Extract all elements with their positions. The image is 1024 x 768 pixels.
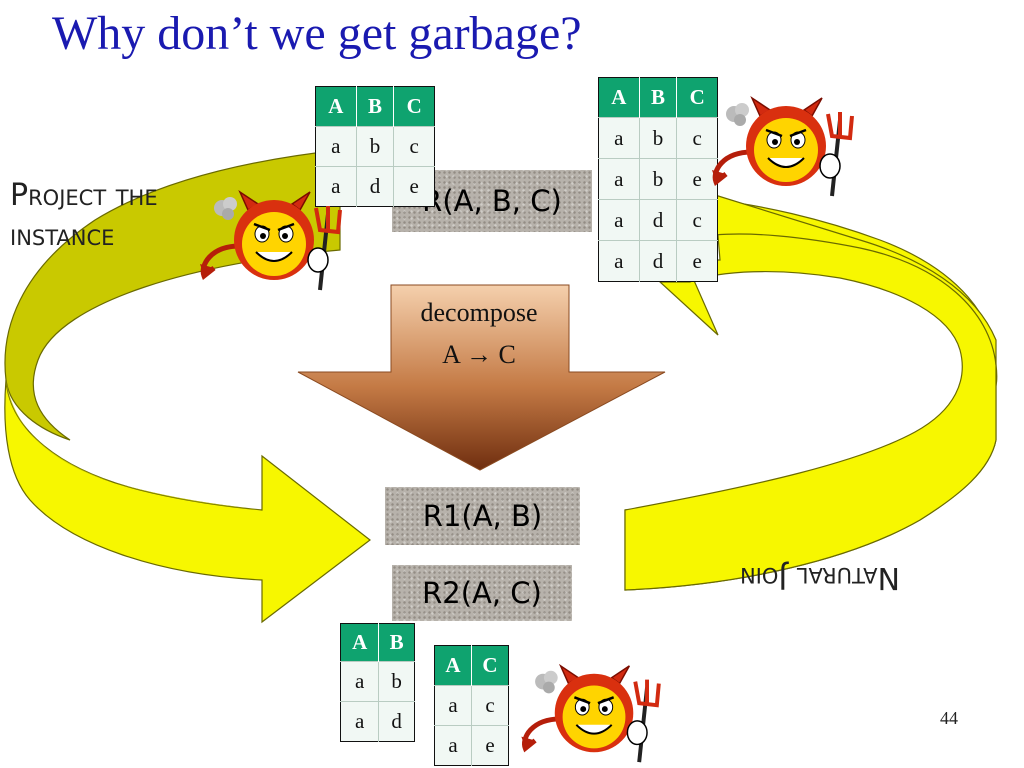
table-row: a e [434,725,509,766]
page-number: 44 [940,708,958,728]
natural-join-label: Natural Join [740,560,900,595]
table-cell: a [434,725,472,766]
table-cell: a [340,701,380,742]
table-cell: b [356,126,395,167]
table-cell: b [639,117,678,159]
table-header: A [315,86,357,127]
table-project-abc: A B C a b c a d e [315,86,435,207]
table-header: A [340,623,380,662]
table-cell: a [434,685,472,726]
table-header: A [434,645,472,686]
pitchfork-icon [626,679,661,763]
devil-icon [521,663,661,763]
table-r1-ab: A B a b a d [340,623,415,742]
pitchfork-icon [819,112,854,197]
devil-icon [712,95,854,197]
table-cell: c [676,117,718,159]
table-cell: a [598,117,640,159]
page-title: Why don’t we get garbage? [52,7,582,60]
table-row: a d [340,701,415,742]
decompose-arrow [297,284,666,471]
table-row: a d e [598,240,718,282]
table-header: C [676,77,718,118]
table-cell: d [639,240,678,282]
table-row: a d e [315,166,435,207]
project-label-line2: instance [10,218,115,253]
table-header: B [378,623,415,662]
table-header: C [471,645,509,686]
table-cell: c [471,685,509,726]
table-cell: c [676,199,718,241]
table-cell: e [393,166,435,207]
table-header: A [598,77,640,118]
decompose-label: decompose A → C [391,292,567,376]
natural-join-arrow [624,194,998,591]
table-row: a c [434,685,509,726]
smoke-puff-icon [726,103,749,126]
table-cell: c [393,126,435,167]
table-cell: a [315,126,357,167]
table-cell: d [356,166,395,207]
smoke-puff-icon [535,670,558,694]
table-cell: e [676,240,718,282]
table-row: a d c [598,199,718,241]
decompose-line1: decompose [420,298,538,327]
pitchfork-icon [307,206,342,291]
table-cell: d [378,701,415,742]
devil-icon [200,189,342,291]
table-cell: e [676,158,718,200]
table-header: B [356,86,395,127]
table-cell: a [598,199,640,241]
table-r2-ac: A C a c a e [434,645,509,766]
table-row: a b e [598,158,718,200]
schema-r1: R1(A, B) [385,487,580,545]
project-label-line1: Project the [10,178,158,213]
table-cell: e [471,725,509,766]
decompose-fd: A → C [442,340,516,369]
project-instance-label: Project the instance [10,176,158,256]
table-cell: a [315,166,357,207]
table-header: C [393,86,435,127]
schema-r2: R2(A, C) [392,565,572,621]
table-row: a b c [315,126,435,167]
table-cell: b [378,661,415,702]
table-cell: b [639,158,678,200]
table-cell: a [598,240,640,282]
table-cell: d [639,199,678,241]
table-cell: a [598,158,640,200]
table-header: B [639,77,678,118]
table-row: a b c [598,117,718,159]
table-joined-abc: A B C a b c a b e a d c a d e [598,77,718,282]
table-row: a b [340,661,415,702]
table-cell: a [340,661,380,702]
smoke-puff-icon [214,197,237,220]
